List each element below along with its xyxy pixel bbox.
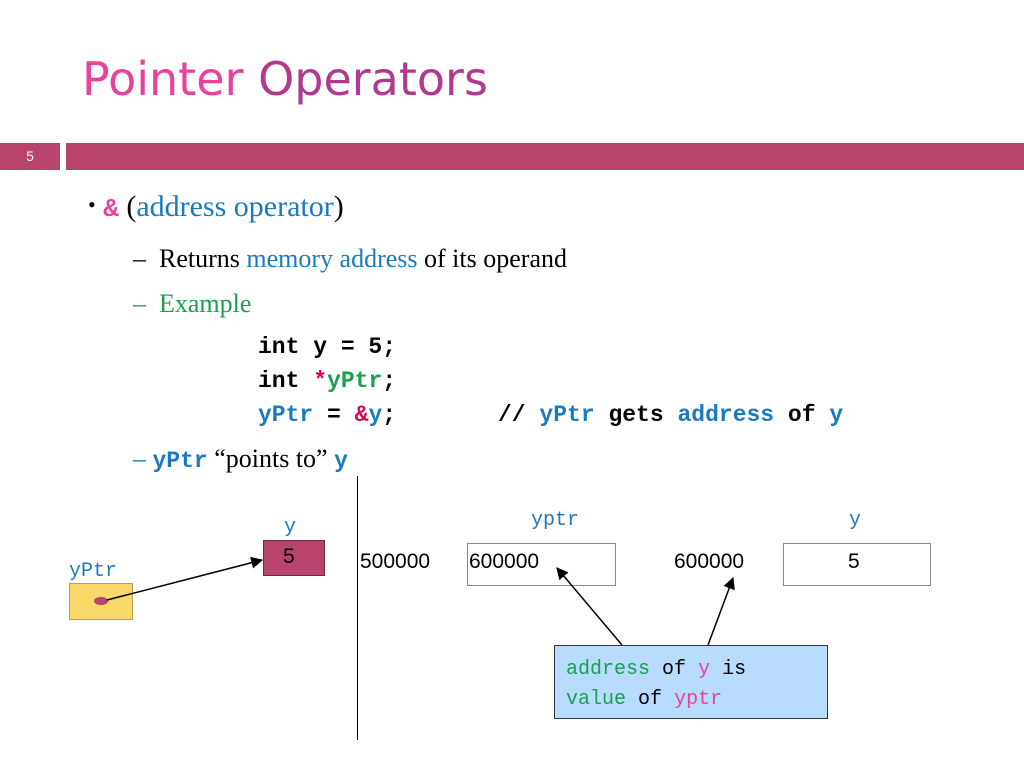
value-600000: 600000 [469, 550, 540, 573]
memory-box-yptr [69, 583, 133, 620]
arrow-to-address [707, 576, 735, 646]
address-600000: 600000 [674, 550, 745, 573]
memory-box-y [263, 540, 325, 576]
memory-cell-yptr [467, 543, 616, 586]
code-line-3: yPtr = &y; [258, 402, 397, 428]
sub-bullet-example: – Example [133, 289, 252, 318]
bullet-line: • & (address operator) [88, 190, 344, 224]
value-y-left: 5 [283, 545, 295, 568]
divider-line [357, 476, 358, 740]
slide-number-box [0, 143, 60, 170]
sub-bullet-points-to: – yPtr “points to” y [133, 444, 348, 474]
code-line-2: int *yPtr; [258, 368, 397, 394]
accent-bar [66, 143, 1024, 170]
memory-cell-y [783, 543, 931, 586]
pointer-dot [94, 597, 108, 605]
note-box [554, 645, 828, 719]
label-y-right: y [849, 509, 862, 532]
pointer-arrow [106, 556, 264, 601]
sub-bullet-returns: – Returns memory address of its operand [133, 244, 567, 273]
arrow-to-value [556, 567, 623, 646]
label-y-left: y [284, 516, 297, 539]
note-text: address of y is value of yptr [566, 658, 747, 711]
label-yptr-right: yptr [531, 509, 580, 532]
slide-number: 5 [26, 148, 34, 164]
code-comment: // yPtr gets address of y [498, 402, 844, 428]
value-5-right: 5 [848, 550, 860, 573]
label-yptr-left: yPtr [69, 560, 118, 583]
slide-title: Pointer Operators [82, 52, 488, 106]
code-line-1: int y = 5; [258, 334, 397, 360]
address-500000: 500000 [360, 550, 431, 573]
